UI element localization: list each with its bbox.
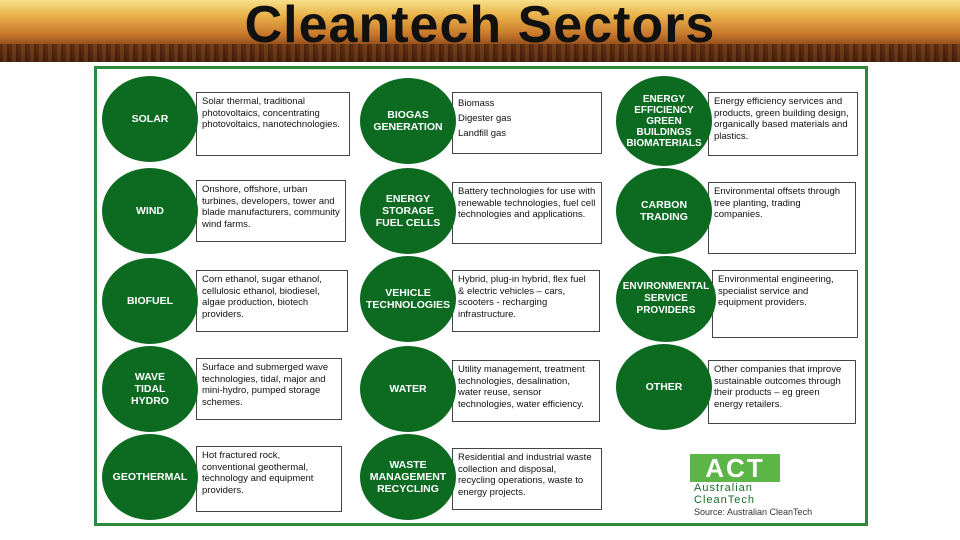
sector-circle-biogas-generation: BIOGAS GENERATION — [360, 78, 456, 164]
sector-desc-carbon-trading: Environmental offsets through tree plant… — [708, 182, 856, 254]
sector-desc-wave-tidal-hydro: Surface and submerged wave technologies,… — [196, 358, 342, 420]
sector-name: WATER — [389, 383, 427, 395]
sector-name: BIOGAS GENERATION — [373, 109, 443, 133]
sector-name: ENERGY EFFICIENCY GREEN BUILDINGS BIOMAT… — [626, 93, 702, 149]
sector-name: OTHER — [645, 381, 683, 393]
logo-mark: ACT — [690, 454, 780, 482]
sector-circle-energy-efficiency: ENERGY EFFICIENCY GREEN BUILDINGS BIOMAT… — [616, 76, 712, 166]
sector-circle-solar: SOLAR — [102, 76, 198, 162]
sector-name: VEHICLE TECHNOLOGIES — [365, 287, 450, 311]
sector-circle-wind: WIND — [102, 168, 198, 254]
sector-circle-energy-storage-fuel-cells: ENERGY STORAGE FUEL CELLS — [360, 168, 456, 254]
sector-name: WIND — [136, 205, 164, 217]
sector-name: CARBON TRADING — [640, 199, 688, 223]
sector-desc-energy-storage-fuel-cells: Battery technologies for use with renewa… — [452, 182, 602, 244]
sector-circle-carbon-trading: CARBON TRADING — [616, 168, 712, 254]
sector-desc-water: Utility management, treatment technologi… — [452, 360, 600, 422]
sector-desc-other: Other companies that improve sustainable… — [708, 360, 856, 424]
sector-name: WASTE MANAGEMENT RECYCLING — [369, 459, 447, 495]
sector-name: BIOFUEL — [126, 295, 174, 307]
sector-desc-biofuel: Corn ethanol, sugar ethanol, cellulosic … — [196, 270, 348, 332]
sector-desc-environmental-service-providers: Environmental engineering, specialist se… — [712, 270, 858, 338]
act-logo: ACT Australian CleanTech — [690, 454, 780, 506]
sector-circle-waste-management-recycling: WASTE MANAGEMENT RECYCLING — [360, 434, 456, 520]
logo-line2: CleanTech — [694, 494, 755, 506]
title-banner — [0, 0, 960, 62]
logo-line1: Australian — [694, 482, 753, 494]
sector-desc-biogas-generation: Biomass Digester gas Landfill gas — [452, 92, 602, 154]
sector-circle-other: OTHER — [616, 344, 712, 430]
sector-name: ENERGY STORAGE FUEL CELLS — [375, 193, 441, 229]
sector-desc-geothermal: Hot fractured rock, conventional geother… — [196, 446, 342, 512]
sector-desc-waste-management-recycling: Residential and industrial waste collect… — [452, 448, 602, 510]
sector-name: GEOTHERMAL — [112, 471, 188, 483]
sector-name: SOLAR — [131, 113, 169, 125]
sector-circle-environmental-service-providers: ENVIRONMENTAL SERVICE PROVIDERS — [616, 256, 716, 342]
sector-desc-vehicle-technologies: Hybrid, plug-in hybrid, flex fuel & elec… — [452, 270, 600, 332]
source-note: Source: Australian CleanTech — [694, 507, 813, 517]
sector-circle-wave-tidal-hydro: WAVE TIDAL HYDRO — [102, 346, 198, 432]
sector-circle-biofuel: BIOFUEL — [102, 258, 198, 344]
sector-circle-vehicle-technologies: VEHICLE TECHNOLOGIES — [360, 256, 456, 342]
sector-desc-wind: Onshore, offshore, urban turbines, devel… — [196, 180, 346, 242]
page-title: Cleantech Sectors — [244, 0, 716, 54]
sector-desc-energy-efficiency: Energy efficiency services and products,… — [708, 92, 858, 156]
sector-name: WAVE TIDAL HYDRO — [131, 371, 169, 407]
sector-circle-geothermal: GEOTHERMAL — [102, 434, 198, 520]
sector-circle-water: WATER — [360, 346, 456, 432]
sector-desc-solar: Solar thermal, traditional photovoltaics… — [196, 92, 350, 156]
sector-name: ENVIRONMENTAL SERVICE PROVIDERS — [622, 281, 710, 316]
